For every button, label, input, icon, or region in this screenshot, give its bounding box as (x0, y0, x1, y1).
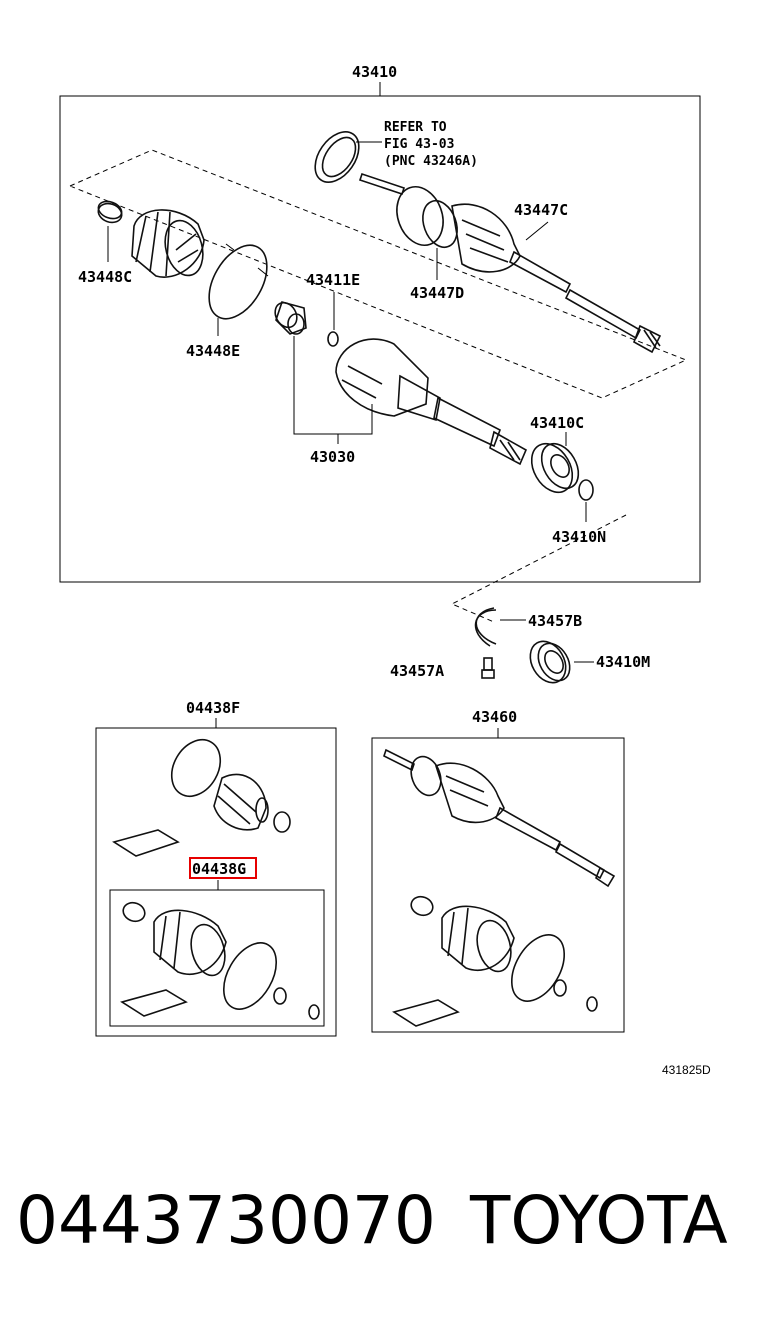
part-kit-clamp-small (273, 811, 291, 833)
exploded-region-outline (69, 149, 688, 399)
part-retaining-ring (474, 607, 497, 647)
part-kit-inner-boot (153, 909, 227, 977)
kit-frame-04438F (95, 727, 337, 1037)
label-43457B: 43457B (528, 612, 582, 630)
label-43447D: 43447D (410, 284, 464, 302)
part-kit-ring (273, 987, 287, 1005)
part-boot-clamp-small (97, 200, 123, 224)
part-kit-inner-clamp-small (122, 901, 146, 923)
highlight-box (189, 857, 257, 879)
part-kit2-inner-boot (441, 905, 515, 973)
refer-note-line-1: REFER TO (384, 120, 447, 135)
label-43448C: 43448C (78, 268, 132, 286)
part-seal (529, 640, 571, 684)
label-04438F: 04438F (186, 699, 240, 717)
brand-caption: TOYOTA (470, 1182, 728, 1259)
label-43447C: 43447C (514, 201, 568, 219)
label-43410C: 43410C (530, 414, 584, 432)
part-kit-outer-boot (213, 773, 269, 831)
part-inner-boot (131, 209, 205, 278)
part-kit-clamp-large (170, 738, 222, 798)
part-boot-clamp-large (208, 243, 269, 320)
part-kit-outer-shaft (383, 748, 616, 888)
label-43410N: 43410N (552, 528, 606, 546)
refer-note-line-3: (PNC 43246A) (384, 154, 478, 169)
part-kit2-snap (586, 996, 598, 1012)
part-kit-inner-clamp-large (222, 942, 278, 1010)
label-04438G: 04438G (192, 860, 246, 878)
part-number-caption: 0443730070 (16, 1182, 436, 1259)
part-snap-ring-small (578, 479, 594, 501)
label-43410M: 43410M (596, 653, 650, 671)
part-kit2-clamp-large (510, 934, 566, 1002)
bracket-43030 (293, 336, 373, 435)
label-43448E: 43448E (186, 342, 240, 360)
label-43030: 43030 (310, 448, 355, 466)
part-outer-shaft-joint (358, 172, 662, 354)
part-o-ring (327, 331, 339, 347)
label-43411E: 43411E (306, 271, 360, 289)
label-43460: 43460 (472, 708, 517, 726)
part-snap-ring-large (314, 131, 382, 183)
label-43457A: 43457A (390, 662, 444, 680)
part-grease-pack (112, 829, 180, 857)
part-inner-housing (335, 338, 528, 466)
drawing-code: 431825D (662, 1063, 711, 1077)
part-kit-grease-pack (120, 989, 188, 1017)
part-kit2-ring (553, 979, 567, 997)
label-43410: 43410 (352, 63, 397, 81)
part-kit-snap (308, 1004, 320, 1020)
kit-frame-04438G (109, 889, 325, 1027)
part-kit2-grease-pack (392, 999, 460, 1027)
kit-frame-43460 (371, 737, 625, 1033)
part-tripod-joint (274, 301, 307, 335)
part-bolt (481, 657, 495, 679)
refer-note-line-2: FIG 43-03 (384, 137, 454, 152)
part-bearing (530, 442, 580, 494)
part-kit2-clamp-small (410, 895, 434, 917)
